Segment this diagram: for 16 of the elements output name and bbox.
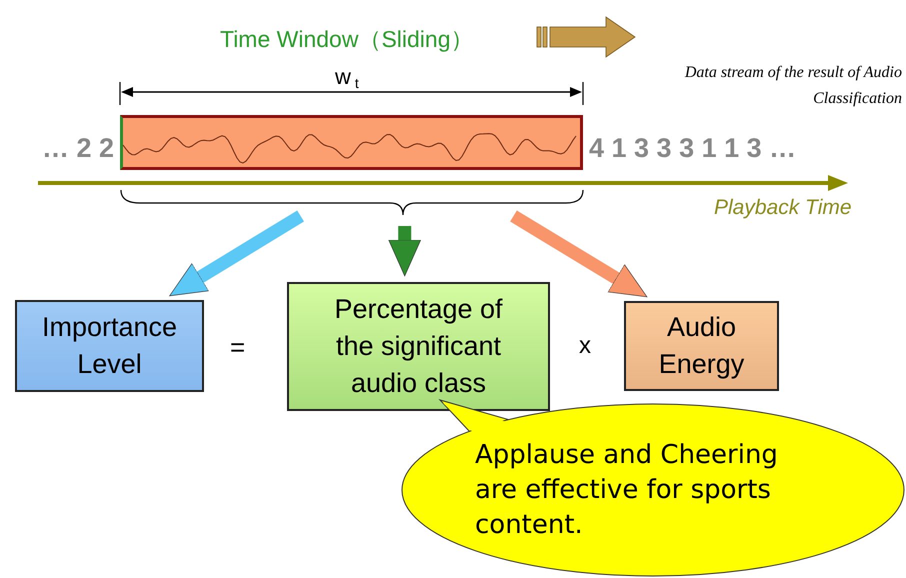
- note-text: Data stream of the result of Audio Classification: [684, 63, 902, 109]
- formula-box: Audio Energy: [624, 301, 779, 391]
- formula-box: Importance Level: [15, 300, 204, 392]
- operator-sign: x: [579, 331, 591, 361]
- dimension-label: w$_{t}$: [335, 63, 359, 92]
- callout-text: Applause and Cheering are effective for sports content.: [475, 439, 779, 542]
- block-arrow: [388, 226, 421, 276]
- block-arrow: [510, 210, 648, 298]
- stream-values: … 2 2: [42, 132, 114, 165]
- axis-label: Playback Time: [714, 195, 852, 221]
- label-text: Time Window（Sliding）: [220, 25, 474, 54]
- time-window-box: [120, 115, 583, 170]
- operator-sign: =: [230, 331, 246, 364]
- formula-box: Percentage of the significant audio class: [287, 282, 550, 411]
- block-arrow: [169, 210, 304, 296]
- stream-values: 4 1 3 3 3 1 1 3 …: [589, 132, 796, 165]
